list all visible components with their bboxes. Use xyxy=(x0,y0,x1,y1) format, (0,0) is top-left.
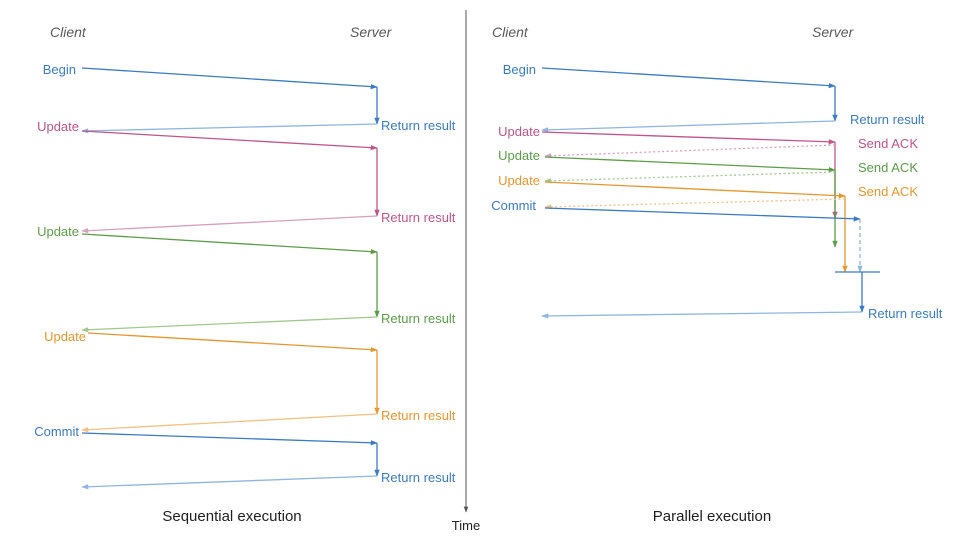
update-1-label: Update xyxy=(498,124,540,139)
message-begin-response xyxy=(541,120,836,133)
update-3-label: Update xyxy=(44,329,86,344)
parallel-client-lane-title: Client xyxy=(492,24,528,40)
message-update-2-response xyxy=(81,316,378,333)
message-commit-response xyxy=(541,311,863,319)
message-begin-request xyxy=(81,67,378,90)
return-result-2-label: Return result xyxy=(868,306,943,321)
return-result-3-label: Return result xyxy=(381,311,456,326)
return-result-5-label: Return result xyxy=(381,470,456,485)
time-axis-label: Time xyxy=(451,518,481,533)
sequential-server-lane-title: Server xyxy=(350,24,392,40)
update-2-label: Update xyxy=(498,148,540,163)
message-update-1-request xyxy=(541,131,836,145)
parallel-panel-lines xyxy=(541,67,880,319)
sequential-panel-lines xyxy=(81,67,380,490)
commit-label: Commit xyxy=(34,424,79,439)
send-ack-3-label: Send ACK xyxy=(858,184,918,199)
message-commit-response xyxy=(81,475,378,490)
update-2-label: Update xyxy=(37,224,79,239)
update-3-label: Update xyxy=(498,173,540,188)
message-update-1-request xyxy=(81,130,378,151)
message-send-ack-2 xyxy=(544,171,836,184)
message-update-2-request xyxy=(544,156,836,173)
return-result-1-label: Return result xyxy=(850,112,925,127)
begin-label: Begin xyxy=(502,62,536,77)
commit-label: Commit xyxy=(491,198,536,213)
send-ack-1-label: Send ACK xyxy=(858,136,918,151)
message-send-ack-1 xyxy=(544,144,836,159)
parallel-caption: Parallel execution xyxy=(652,508,772,525)
send-ack-2-label: Send ACK xyxy=(858,160,918,175)
message-update-3-request xyxy=(87,332,378,353)
return-result-4-label: Return result xyxy=(381,408,456,423)
message-commit-request xyxy=(81,432,378,446)
message-commit-request xyxy=(544,207,861,222)
message-update-3-request xyxy=(544,181,846,199)
message-begin-request xyxy=(541,67,836,89)
parallel-server-lane-title: Server xyxy=(812,24,854,40)
message-update-2-request xyxy=(81,233,378,255)
sequential-client-lane-title: Client xyxy=(50,24,86,40)
message-send-ack-3 xyxy=(544,198,846,210)
message-update-1-response xyxy=(81,215,378,234)
return-result-2-label: Return result xyxy=(381,210,456,225)
sequential-caption: Sequential execution xyxy=(162,508,302,525)
message-begin-response xyxy=(81,123,378,134)
return-result-1-label: Return result xyxy=(381,118,456,133)
update-1-label: Update xyxy=(37,119,79,134)
message-update-3-response xyxy=(81,413,378,433)
begin-label: Begin xyxy=(42,62,76,77)
